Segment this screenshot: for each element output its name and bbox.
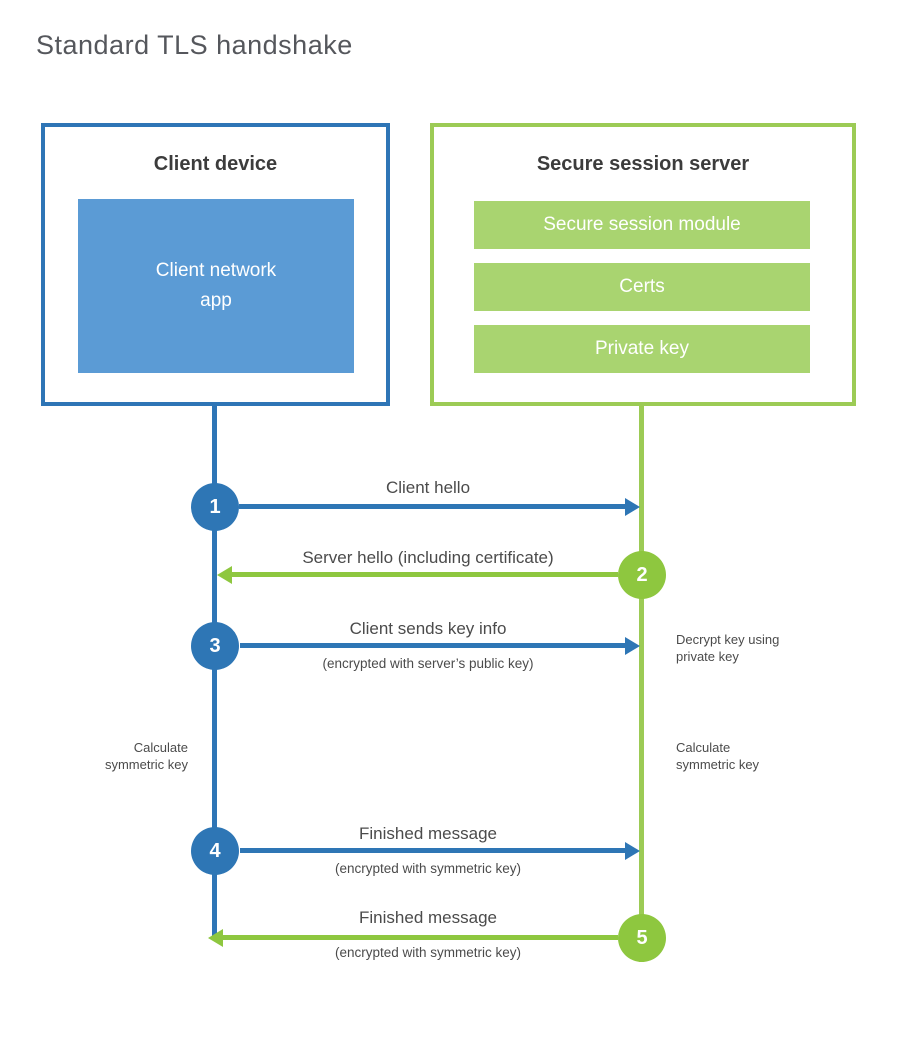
decrypt-key-note: Decrypt key using private key (676, 632, 780, 664)
step-1-label: Client hello (385, 478, 471, 497)
server-lifeline (639, 405, 644, 962)
step-3-arrow (240, 643, 628, 648)
step-4-arrow (240, 848, 628, 853)
server-calculate-symmetric-key-note: Calculate symmetric key (676, 740, 760, 772)
secure-session-server-box: Secure session server Secure session mod… (430, 123, 856, 406)
page-title: Standard TLS handshake (36, 30, 353, 60)
arrowhead-left-icon (217, 566, 232, 584)
client-device-box: Client device Client network app (41, 123, 390, 406)
step-3-label: Client sends key info (349, 619, 507, 638)
step-2-label: Server hello (including certificate) (302, 548, 554, 567)
step-2-arrow (231, 572, 618, 577)
step-5-sublabel: (encrypted with symmetric key) (334, 945, 522, 960)
step-4-circle: 4 (191, 827, 239, 875)
step-3-sublabel: (encrypted with server’s public key) (322, 656, 534, 671)
step-2-circle: 2 (618, 551, 666, 599)
arrowhead-right-icon (625, 842, 640, 860)
client-lifeline (212, 405, 217, 938)
step-3-circle: 3 (191, 622, 239, 670)
step-4-label: Finished message (359, 824, 497, 843)
server-module-secure-session-module: Secure session module (474, 201, 810, 249)
client-network-app-box: Client network app (78, 199, 354, 373)
step-5-label: Finished message (359, 908, 497, 927)
client-device-heading: Client device (153, 153, 278, 175)
arrowhead-left-icon (208, 929, 223, 947)
arrowhead-right-icon (625, 498, 640, 516)
step-5-arrow (222, 935, 618, 940)
client-calculate-symmetric-key-note: Calculate symmetric key (104, 740, 188, 772)
step-1-arrow (239, 504, 628, 509)
arrowhead-right-icon (625, 637, 640, 655)
server-heading: Secure session server (536, 153, 750, 175)
step-4-sublabel: (encrypted with symmetric key) (334, 861, 522, 876)
server-module-private-key: Private key (474, 325, 810, 373)
step-1-circle: 1 (191, 483, 239, 531)
step-5-circle: 5 (618, 914, 666, 962)
server-module-certs: Certs (474, 263, 810, 311)
